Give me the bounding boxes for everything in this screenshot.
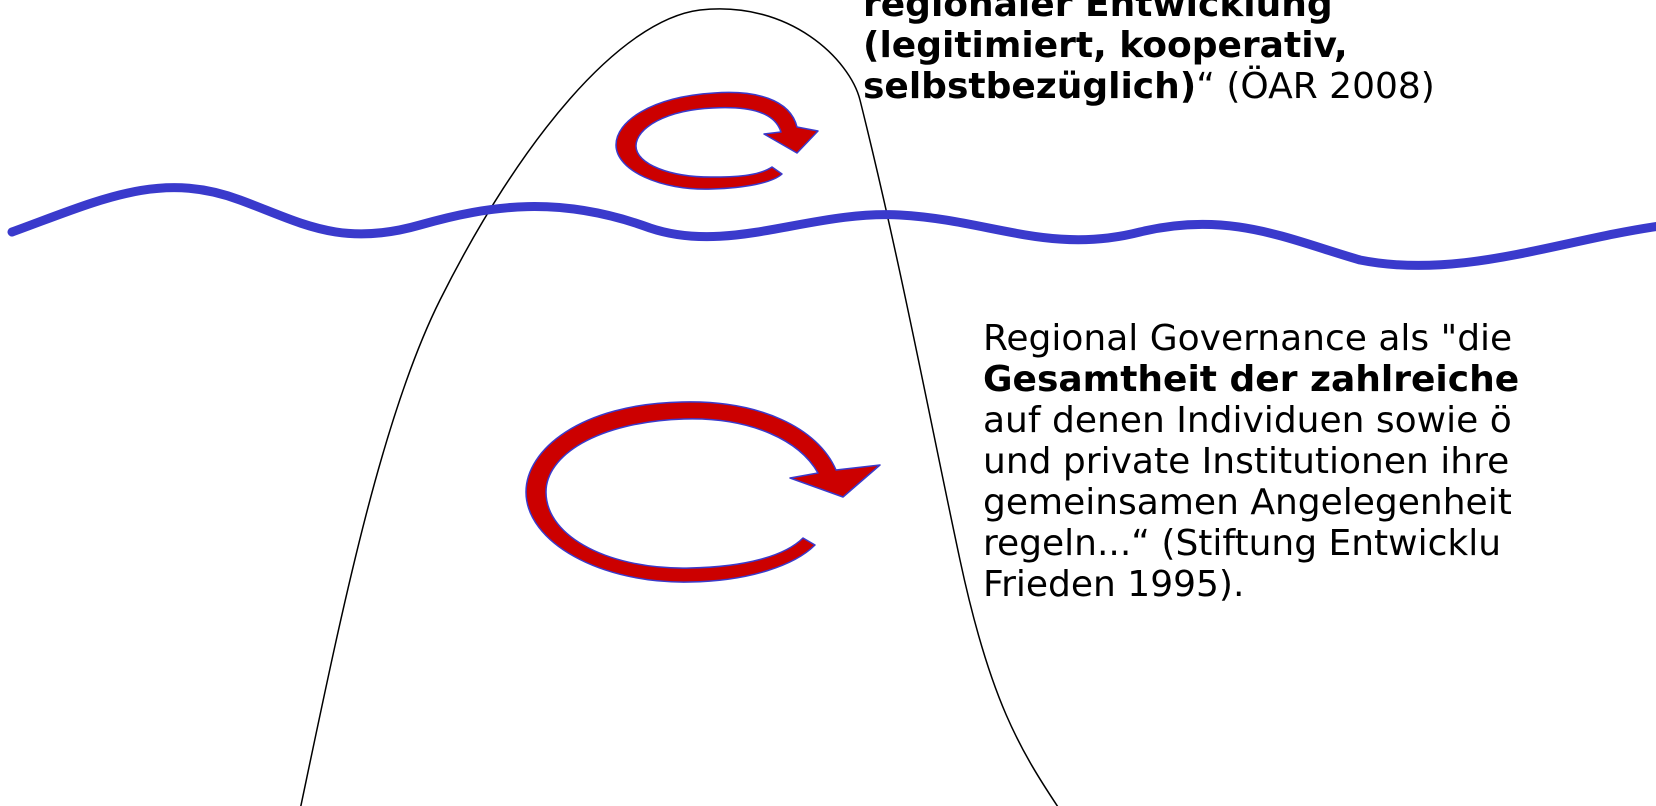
quote-bottom-line-2: Gesamtheit der zahlreiche (983, 359, 1520, 400)
quote-top-line-1: regionaler Entwicklung (863, 0, 1333, 25)
quote-top-line-3: selbstbezüglich)“ (ÖAR 2008) (863, 66, 1435, 107)
large-circular-arrow-icon (525, 401, 881, 583)
quote-top-text: regionaler Entwicklung (legitimiert, koo… (863, 0, 1435, 107)
quote-top-line-3-bold: selbstbezüglich) (863, 66, 1197, 107)
quote-bottom-line-6: regeln...“ (Stiftung Entwicklu (983, 523, 1502, 564)
small-circular-arrow-icon (615, 91, 819, 190)
quote-bottom-line-4: und private Institutionen ihre (983, 441, 1510, 482)
quote-bottom-line-1: Regional Governance als "die (983, 318, 1513, 359)
quote-top-line-2: (legitimiert, kooperativ, (863, 25, 1348, 66)
quote-bottom-line-3: auf denen Individuen sowie ö (983, 400, 1512, 441)
quote-bottom-text: Regional Governance als "die Gesamtheit … (983, 318, 1519, 605)
iceberg-outline (300, 8, 1059, 806)
waterline (7, 183, 1656, 270)
quote-top-citation: “ (ÖAR 2008) (1196, 66, 1435, 107)
quote-bottom-line-5: gemeinsamen Angelegenheit (983, 482, 1512, 523)
quote-bottom-line-7: Frieden 1995). (983, 564, 1245, 605)
